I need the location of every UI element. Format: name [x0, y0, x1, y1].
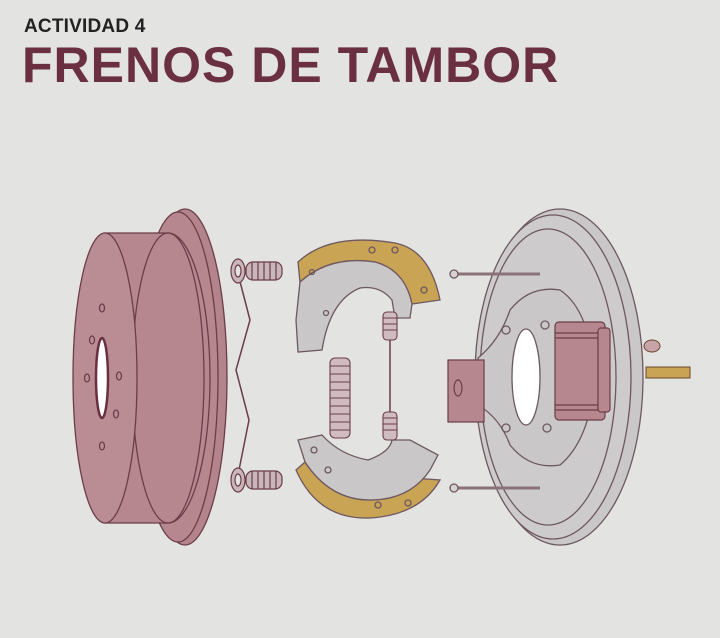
anchor-block — [447, 359, 485, 423]
page-title: FRENOS DE TAMBOR — [22, 37, 560, 93]
brake-shoes — [295, 239, 442, 519]
brake-drum — [72, 208, 228, 546]
wheel-cylinder — [554, 321, 611, 421]
return-springs — [329, 311, 398, 441]
brake-line — [643, 339, 691, 379]
activity-label: ACTIVIDAD 4 — [24, 16, 146, 37]
hold-down-springs — [230, 258, 283, 493]
